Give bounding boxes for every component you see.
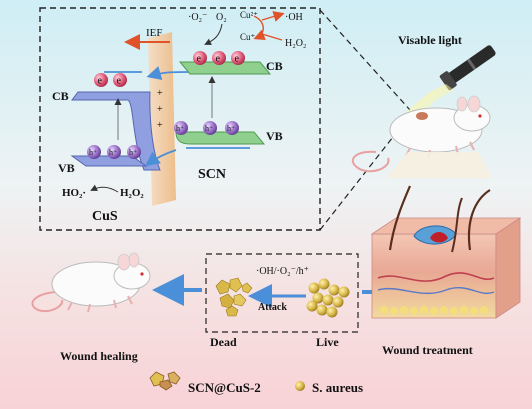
svg-text:+: +: [157, 120, 163, 131]
mechanism-cu-2plus-label: Cu²⁺: [240, 10, 258, 20]
mouse-treated-icon: [351, 95, 491, 173]
treatment-wound-treatment-label: Wound treatment: [382, 343, 473, 357]
treatment-wound-healing-label: Wound healing: [60, 349, 138, 363]
mechanism-electron-label: e: [197, 54, 202, 65]
interface-band: [148, 32, 176, 206]
mechanism-h2o2-top-label: H₂O₂: [285, 38, 306, 49]
bacteria-legend-icon: [295, 381, 305, 391]
hole: [127, 145, 141, 159]
mechanism-electron-label: e: [98, 76, 103, 87]
treatment-dead-label: Dead: [210, 335, 237, 349]
electron: [212, 51, 226, 65]
treatment-visible-light-label: Visable light: [398, 33, 462, 47]
treatment-live-label: Live: [316, 335, 339, 349]
copper-cycle-arrow: [253, 15, 266, 41]
svg-text:+: +: [157, 104, 163, 115]
mechanism-ief-label-label: IEF: [146, 27, 163, 39]
mechanism-electron-label: e: [117, 76, 122, 87]
composite-legend-icon: [149, 371, 181, 391]
electron: [113, 73, 127, 87]
oxygen-reduction-arrow: [204, 23, 223, 45]
mechanism-hole-label: h⁺: [205, 124, 213, 133]
legend: SCN@CuS-2 S. aureus: [149, 371, 363, 395]
mechanism-electron-label: e: [216, 54, 221, 65]
peroxide-oxidation-arrow: [90, 184, 119, 193]
legend-bacteria-label: S. aureus: [312, 380, 363, 395]
hair-icon: [467, 189, 491, 251]
electron: [193, 51, 207, 65]
connector-line: [319, 127, 401, 231]
mechanism-hole-label: h⁺: [227, 124, 235, 133]
mechanism-frame: [39, 7, 321, 231]
mechanism-ho2-radical-label: HO₂·: [62, 187, 86, 199]
hair-icon: [451, 197, 463, 253]
hole-group-cus: [87, 145, 141, 159]
scn-cb-plate: [178, 61, 272, 75]
mechanism-hole-label: h⁺: [89, 148, 97, 157]
scn-vb-plate: [175, 131, 266, 145]
mechanism-hydroxyl-top-label: ·OH: [285, 12, 303, 23]
mechanism-cb-right-label: CB: [266, 59, 283, 73]
hole: [225, 121, 239, 135]
hole-group-scn: [174, 121, 239, 135]
mechanism-vb-right-label: VB: [266, 129, 283, 143]
mechanism-hole-label: h⁺: [109, 148, 117, 157]
antibacterial-frame: [205, 253, 359, 333]
treatment-attack-label: Attack: [258, 302, 287, 313]
mechanism-scn-label-label: SCN: [198, 167, 226, 182]
electron: [231, 51, 245, 65]
mechanism-oxygen-label: O₂: [216, 12, 227, 23]
hole: [107, 145, 121, 159]
mechanism-cb-left-label: CB: [52, 89, 69, 103]
mechanism-electron-label: e: [235, 54, 240, 65]
mechanism-superoxide-label: ·O₂⁻: [188, 12, 207, 23]
hair-icon: [388, 185, 412, 251]
mouse-healed-icon: [31, 252, 151, 313]
treatment-radicals-label: ·OH/·O₂⁻/h⁺: [256, 266, 309, 277]
hole-transfer-arrow: [145, 149, 177, 167]
mechanism-cus-label-label: CuS: [92, 209, 118, 224]
mechanism-cu-plus-label: Cu⁺: [240, 32, 256, 42]
connector-line: [319, 9, 411, 111]
hole: [87, 145, 101, 159]
dead-bacteria-cluster: [215, 277, 253, 317]
magnify-cone: [386, 152, 492, 178]
cus-cb-plate: [71, 91, 161, 171]
peroxide-input-arrow: [261, 33, 283, 41]
svg-text:+: +: [157, 88, 163, 99]
electron: [94, 73, 108, 87]
hole: [203, 121, 217, 135]
mechanism-h2o2-left-label: H₂O₂: [120, 187, 144, 199]
legend-composite-label: SCN@CuS-2: [188, 380, 261, 395]
electron-transfer-arrow: [146, 66, 189, 80]
fat-cells: [380, 306, 488, 315]
hydroxyl-formation-arrow: [261, 11, 285, 22]
electron-group-cus: [94, 73, 127, 87]
mechanism-hole-label: h⁺: [176, 124, 184, 133]
mechanism-hole-label: h⁺: [129, 148, 137, 157]
live-bacteria-cluster: [306, 278, 350, 318]
electron-group-scn: [193, 51, 245, 65]
mechanism-vb-left-label: VB: [58, 161, 75, 175]
hole: [174, 121, 188, 135]
flashlight-icon: [439, 45, 496, 91]
